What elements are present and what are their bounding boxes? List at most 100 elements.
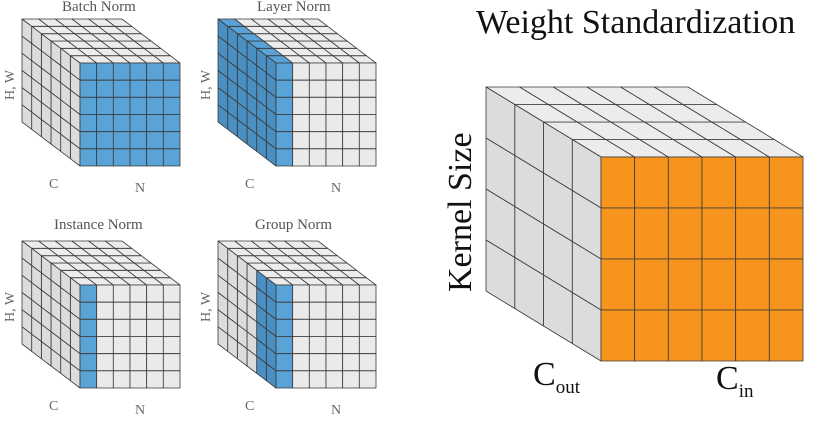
layer-norm-front-cell [342, 79, 360, 98]
layer-norm-front-cell [358, 96, 377, 115]
instance-norm-front-cell [146, 301, 164, 320]
instance-norm-front-cell [96, 284, 114, 303]
batch-norm-front-cell [162, 79, 181, 98]
weight-std-front-cell [600, 309, 636, 362]
layer-norm-c-label: C [245, 177, 255, 192]
group-norm-hw-label: H, W [199, 291, 214, 322]
weight-std-front-cell [701, 156, 737, 209]
weight-std-top-cell [653, 86, 718, 105]
weight-std-front-cell [701, 309, 737, 362]
batch-norm-front-cell [129, 96, 148, 115]
group-norm-front-cell [325, 284, 344, 303]
cout-label: Cout [533, 356, 580, 399]
instance-norm-top-cell [104, 240, 133, 249]
instance-norm-front-cell [79, 301, 98, 320]
cin-subscript: in [738, 380, 754, 402]
instance-norm-side-cell [21, 326, 33, 352]
group-norm-front-cell [292, 336, 310, 355]
layer-norm-front-cell [325, 131, 344, 150]
cin-main: C [716, 360, 739, 397]
layer-norm-front-cell [292, 131, 310, 150]
layer-norm-front-cell [342, 131, 360, 150]
instance-norm-front-cell [96, 318, 114, 337]
instance-norm-front-cell [112, 318, 131, 337]
instance-norm-front-cell [162, 353, 181, 372]
group-norm-front-cell [342, 370, 360, 389]
weight-std-front-cell [667, 258, 703, 311]
group-norm-front-cell [325, 353, 344, 372]
instance-norm-front-cell [146, 284, 164, 303]
instance-norm-front-cell [79, 370, 98, 389]
group-norm-front-cell [358, 353, 377, 372]
layer-norm-side-cell [217, 104, 229, 130]
batch-norm-front-cell [162, 131, 181, 150]
cin-label: Cin [716, 360, 753, 403]
instance-norm-front-cell [162, 318, 181, 337]
group-norm-front-cell [275, 336, 294, 355]
layer-norm-front-cell [358, 62, 377, 81]
layer-norm-front-cell [275, 79, 294, 98]
batch-norm-front-cell [129, 79, 148, 98]
weight-std-front-cell [768, 258, 804, 311]
kernel-size-label: Kernel Size [442, 132, 479, 292]
batch-norm-front-cell [79, 131, 98, 150]
layer-norm-title: Layer Norm [257, 0, 331, 15]
layer-norm-front-cell [292, 62, 310, 81]
layer-norm-front-cell [275, 62, 294, 81]
group-norm-front-cell [325, 370, 344, 389]
instance-norm-front-cell [129, 370, 148, 389]
batch-norm-front-cell [96, 62, 114, 81]
batch-norm-front-cell [146, 79, 164, 98]
weight-std-front-cell [634, 207, 669, 260]
layer-norm-front-cell [292, 148, 310, 167]
batch-norm-front-cell [129, 114, 148, 133]
group-norm-front-cell [292, 353, 310, 372]
batch-norm-n-label: N [135, 181, 146, 196]
instance-norm-front-cell [79, 284, 98, 303]
group-norm-front-cell [342, 353, 360, 372]
group-norm-front-cell [308, 301, 327, 320]
group-norm-front-cell [275, 301, 294, 320]
batch-norm-front-cell [79, 96, 98, 115]
weight-std-front-cell [600, 156, 636, 209]
batch-norm-front-cell [112, 96, 131, 115]
batch-norm-front-cell [129, 131, 148, 150]
group-norm-front-cell [308, 336, 327, 355]
layer-norm-front-cell [275, 96, 294, 115]
instance-norm-front-cell [129, 336, 148, 355]
batch-norm-front-cell [146, 114, 164, 133]
batch-norm-front-cell [146, 62, 164, 81]
group-norm-front-cell [342, 318, 360, 337]
group-norm-front-cell [275, 370, 294, 389]
batch-norm-front-cell [96, 131, 114, 150]
group-norm-front-cell [292, 318, 310, 337]
instance-norm-front-cell [112, 336, 131, 355]
batch-norm-front-cell [96, 114, 114, 133]
layer-norm-front-cell [275, 114, 294, 133]
instance-norm-front-cell [112, 301, 131, 320]
layer-norm-front-cell [342, 62, 360, 81]
weight-std-front-cell [735, 207, 770, 260]
layer-norm-front-cell [325, 96, 344, 115]
weight-std-front-cell [634, 156, 669, 209]
instance-norm-front-cell [146, 318, 164, 337]
instance-norm-front-cell [112, 370, 131, 389]
instance-norm-front-cell [96, 336, 114, 355]
batch-norm-front-cell [162, 62, 181, 81]
batch-norm-front-cell [146, 148, 164, 167]
instance-norm-front-cell [146, 353, 164, 372]
layer-norm-front-cell [342, 114, 360, 133]
group-norm-front-cell [342, 336, 360, 355]
instance-norm-front-cell [112, 353, 131, 372]
instance-norm-front-cell [129, 301, 148, 320]
group-norm-front-cell [358, 284, 377, 303]
batch-norm-front-cell [112, 131, 131, 150]
instance-norm-front-cell [96, 301, 114, 320]
group-norm-front-cell [292, 370, 310, 389]
group-norm-front-cell [325, 301, 344, 320]
weight-std-front-cell [600, 207, 636, 260]
batch-norm-front-cell [146, 131, 164, 150]
layer-norm-front-cell [342, 148, 360, 167]
batch-norm-front-cell [162, 148, 181, 167]
